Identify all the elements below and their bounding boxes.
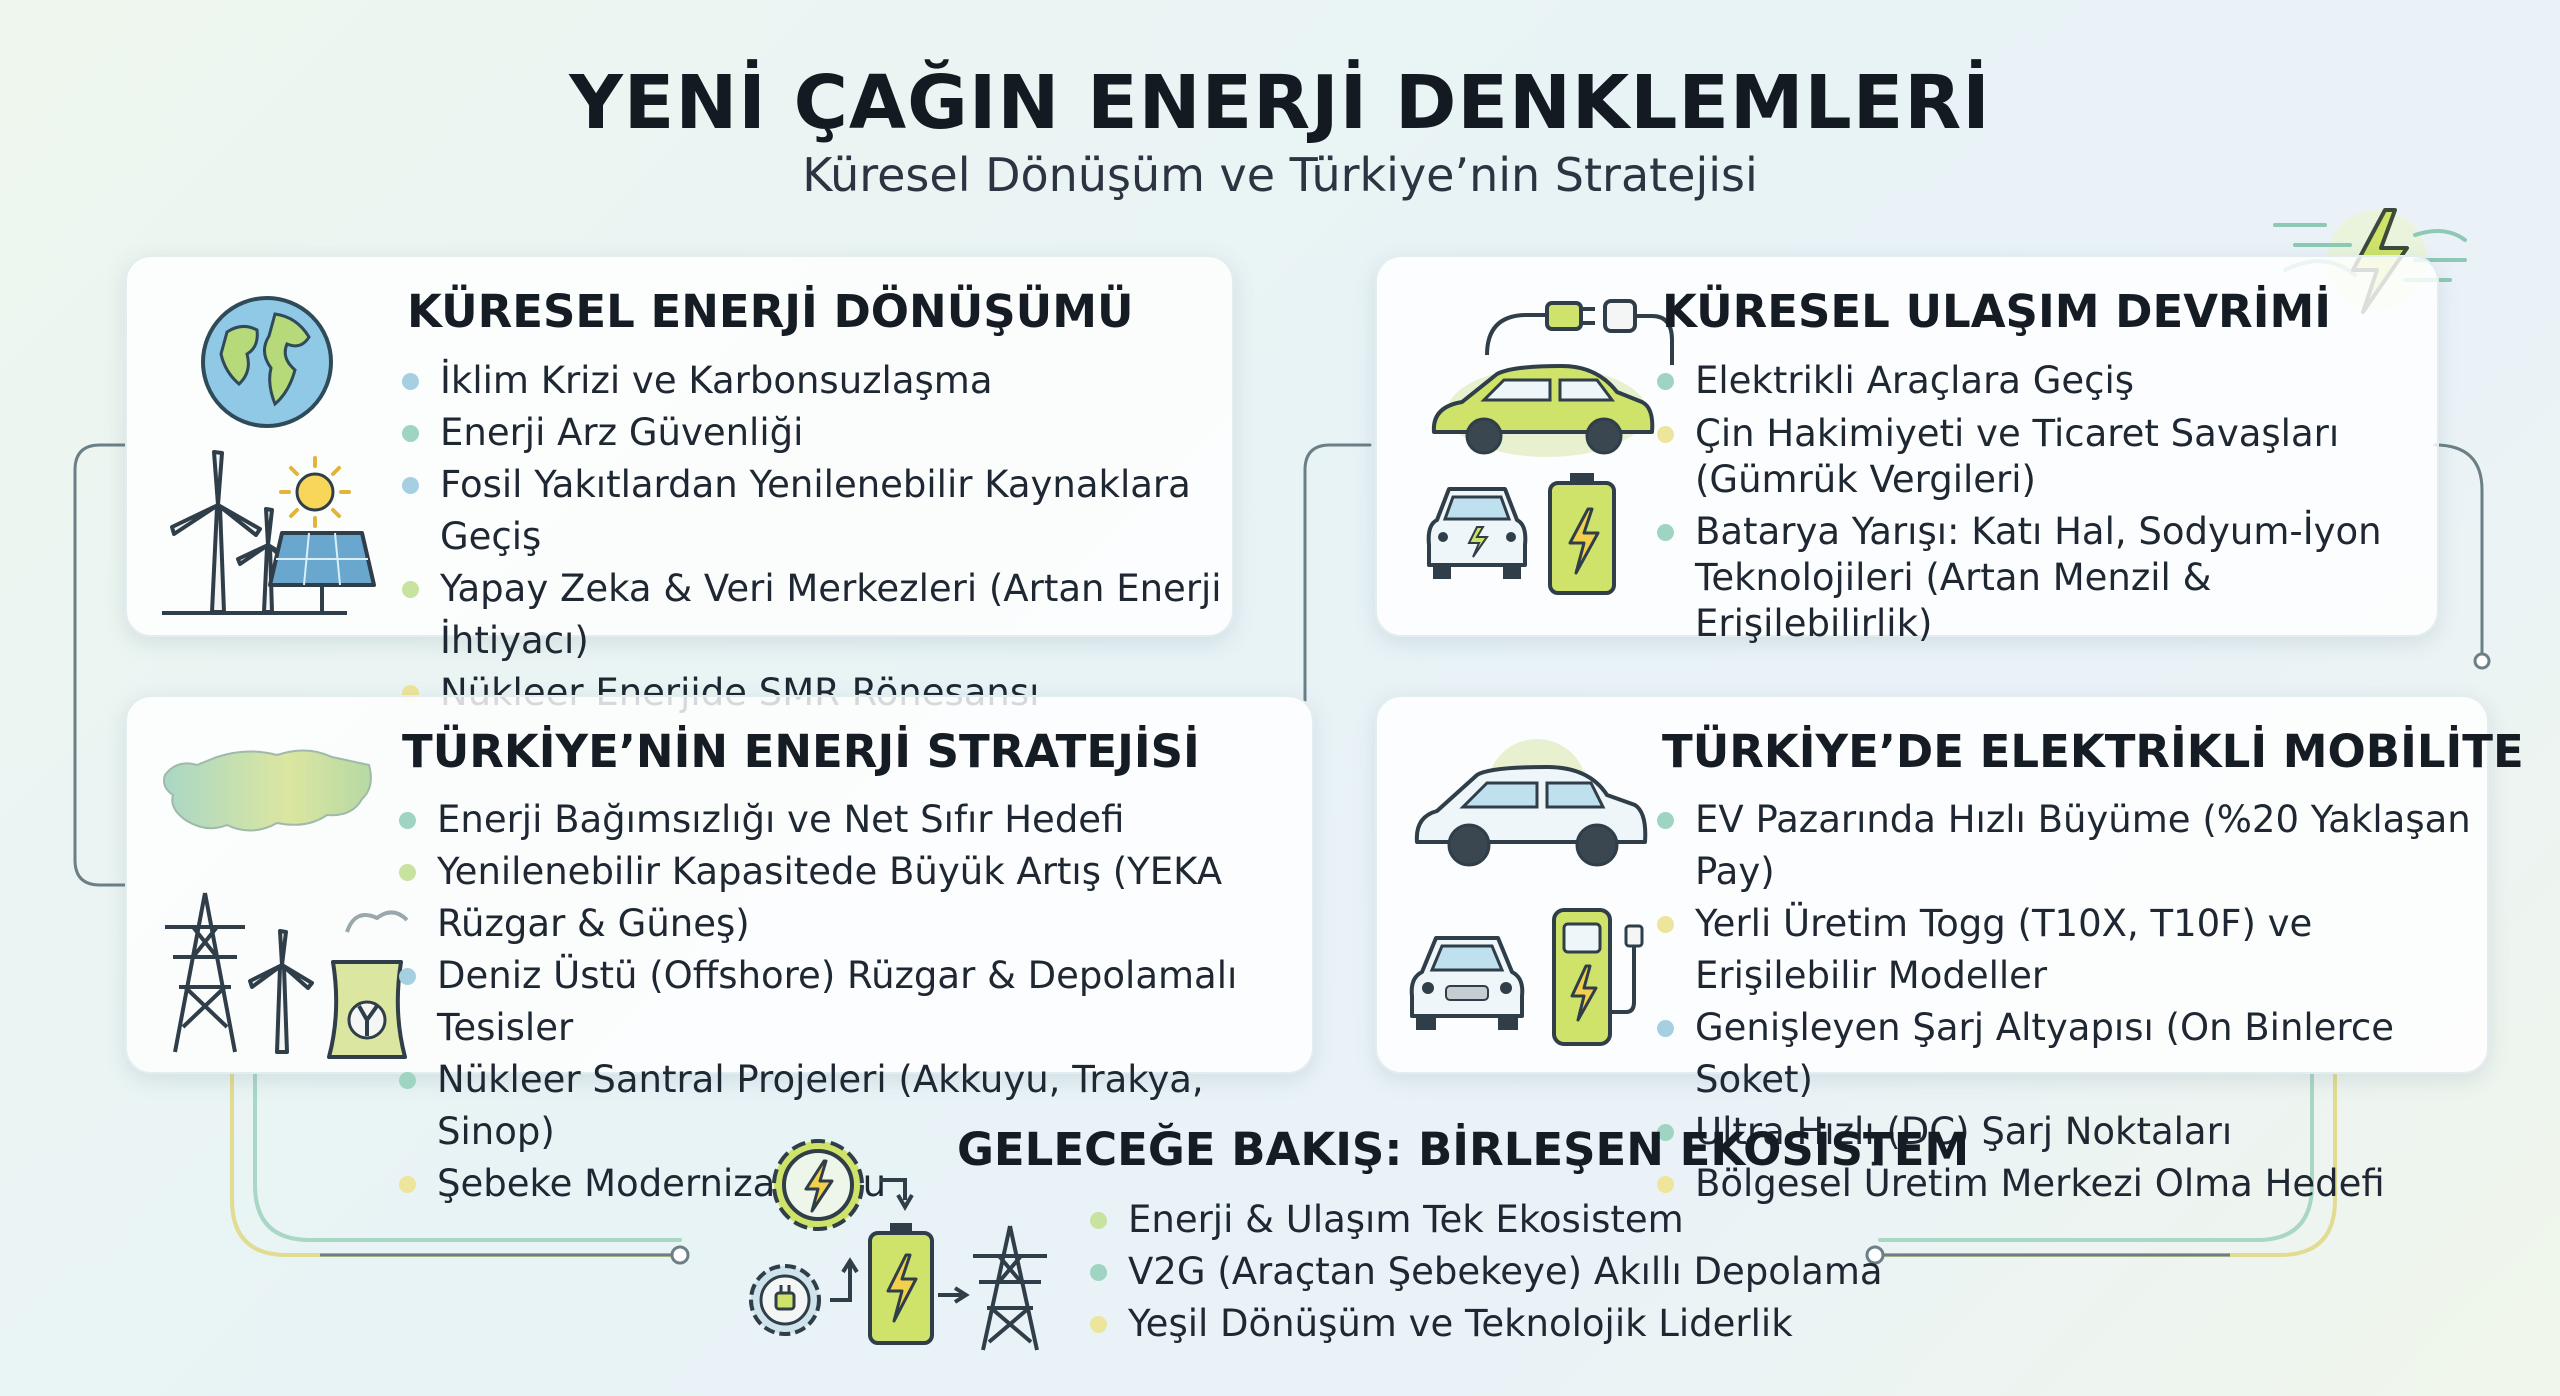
bullet-dot — [399, 1072, 416, 1089]
bullet-dot — [402, 373, 419, 390]
bullet-dot — [402, 477, 419, 494]
card-global-energy: KÜRESEL ENERJİ DÖNÜŞÜMÜ İklim Krizi ve K… — [125, 255, 1234, 714]
list-item: Çin Hakimiyeti ve Ticaret Savaşları (Güm… — [1657, 411, 2387, 503]
wind-turbine-icon — [248, 929, 314, 1054]
list-item: V2G (Araçtan Şebekeye) Akıllı Depolama — [1090, 1246, 1883, 1298]
list-item: Elektrikli Araçlara Geçiş — [1657, 355, 2387, 407]
list-item: Yeşil Dönüşüm ve Teknolojik Liderlik — [1090, 1298, 1883, 1350]
car-front-icon — [1409, 936, 1525, 1030]
bullet-dot — [1657, 1176, 1674, 1193]
globe-icon — [201, 296, 333, 428]
list-item: EV Pazarında Hızlı Büyüme (%20 Yaklaşan … — [1657, 794, 2487, 898]
list-item: Yenilenebilir Kapasitede Büyük Artış (YE… — [399, 846, 1312, 950]
bullet-list: İklim Krizi ve Karbonsuzlaşma Enerji Arz… — [402, 355, 1232, 719]
list-item: Genişleyen Şarj Altyapısı (On Binlerce S… — [1657, 1002, 2487, 1106]
list-item: Yapay Zeka & Veri Merkezleri (Artan Ener… — [402, 563, 1232, 667]
bullet-dot — [1090, 1316, 1107, 1333]
gear-plug-icon — [749, 1264, 821, 1336]
bullet-dot — [1657, 373, 1674, 390]
card-title: KÜRESEL ENERJİ DÖNÜŞÜMÜ — [407, 285, 1134, 338]
solar-panel-icon — [268, 531, 376, 615]
plug-icon — [1485, 299, 1674, 365]
list-item: Enerji Bağımsızlığı ve Net Sıfır Hedefi — [399, 794, 1312, 846]
battery-icon — [1548, 473, 1616, 595]
bullet-dot — [399, 968, 416, 985]
list-item: Fosil Yakıtlardan Yenilenebilir Kaynakla… — [402, 459, 1232, 563]
middle-connector — [1303, 443, 1372, 702]
bullet-dot — [399, 864, 416, 881]
bullet-dot — [399, 1176, 416, 1193]
power-tower-icon — [973, 1225, 1047, 1351]
wind-turbine-icon — [162, 450, 302, 615]
list-item: Yerli Üretim Togg (T10X, T10F) ve Erişil… — [1657, 898, 2487, 1002]
nuclear-plant-icon — [327, 910, 409, 1059]
bullet-dot — [1090, 1212, 1107, 1229]
page-subtitle: Küresel Dönüşüm ve Türkiye’nin Stratejis… — [802, 148, 1758, 202]
list-item: İklim Krizi ve Karbonsuzlaşma — [402, 355, 1232, 407]
card-turkey-energy: TÜRKİYE’NİN ENERJİ STRATEJİSİ Enerji Bağ… — [125, 695, 1314, 1205]
bullet-list: EV Pazarında Hızlı Büyüme (%20 Yaklaşan … — [1657, 794, 2487, 1210]
bullet-dot — [1657, 524, 1674, 541]
list-item: Ultra Hızlı (DC) Şarj Noktaları — [1657, 1106, 2487, 1158]
bullet-dot — [1657, 916, 1674, 933]
bullet-list: Enerji Bağımsızlığı ve Net Sıfır Hedefi … — [399, 794, 1312, 1210]
list-item: Batarya Yarışı: Katı Hal, Sodyum-İyon Te… — [1657, 509, 2387, 647]
power-tower-icon — [165, 892, 245, 1053]
list-item: Nükleer Santral Projeleri (Akkuyu, Traky… — [399, 1054, 1312, 1158]
bullet-dot — [402, 425, 419, 442]
bullet-dot — [1657, 1124, 1674, 1141]
list-item: Enerji & Ulaşım Tek Ekosistem — [1090, 1194, 1883, 1246]
card-turkey-mobility: TÜRKİYE’DE ELEKTRİKLİ MOBİLİTE EV Pazarı… — [1375, 695, 2524, 1205]
page-title: YENİ ÇAĞIN ENERJİ DENKLEMLERİ — [569, 60, 1991, 146]
left-connector — [73, 443, 127, 887]
card-global-transport: KÜRESEL ULAŞIM DEVRİMİ Elektrikli Araçla… — [1375, 255, 2439, 645]
charging-station-icon — [1552, 908, 1644, 1046]
list-item: Enerji Arz Güvenliği — [402, 407, 1232, 459]
list-item: Deniz Üstü (Offshore) Rüzgar & Depolamal… — [399, 950, 1312, 1054]
suv-icon — [1414, 739, 1648, 867]
bullet-dot — [1657, 426, 1674, 443]
battery-icon — [868, 1223, 934, 1345]
ecosystem-icon-group — [749, 1139, 970, 1345]
bullet-dot — [399, 812, 416, 829]
list-item: Bölgesel Üretim Merkezi Olma Hedefi — [1657, 1158, 2487, 1210]
card-title: KÜRESEL ULAŞIM DEVRİMİ — [1662, 285, 2331, 338]
car-front-icon — [1426, 487, 1528, 579]
gear-bolt-icon — [772, 1139, 864, 1231]
card-title: TÜRKİYE’NİN ENERJİ STRATEJİSİ — [402, 725, 1200, 778]
bullet-dot — [1657, 812, 1674, 829]
turkey-map-icon — [163, 749, 372, 832]
right-connector — [2433, 443, 2484, 657]
sun-icon — [279, 456, 351, 528]
bullet-dot — [1657, 1020, 1674, 1037]
bullet-dot — [402, 581, 419, 598]
electric-car-icon — [1431, 364, 1655, 457]
bullet-dot — [1090, 1264, 1107, 1281]
card-title: TÜRKİYE’DE ELEKTRİKLİ MOBİLİTE — [1662, 725, 2524, 778]
future-title: GELECEĞE BAKIŞ: BİRLEŞEN EKOSİSTEM — [957, 1123, 1970, 1176]
future-bullet-list: Enerji & Ulaşım Tek Ekosistem V2G (Araçt… — [1090, 1194, 1883, 1350]
bullet-list: Elektrikli Araçlara Geçiş Çin Hakimiyeti… — [1657, 355, 2387, 647]
right-connector-end — [2473, 652, 2491, 670]
